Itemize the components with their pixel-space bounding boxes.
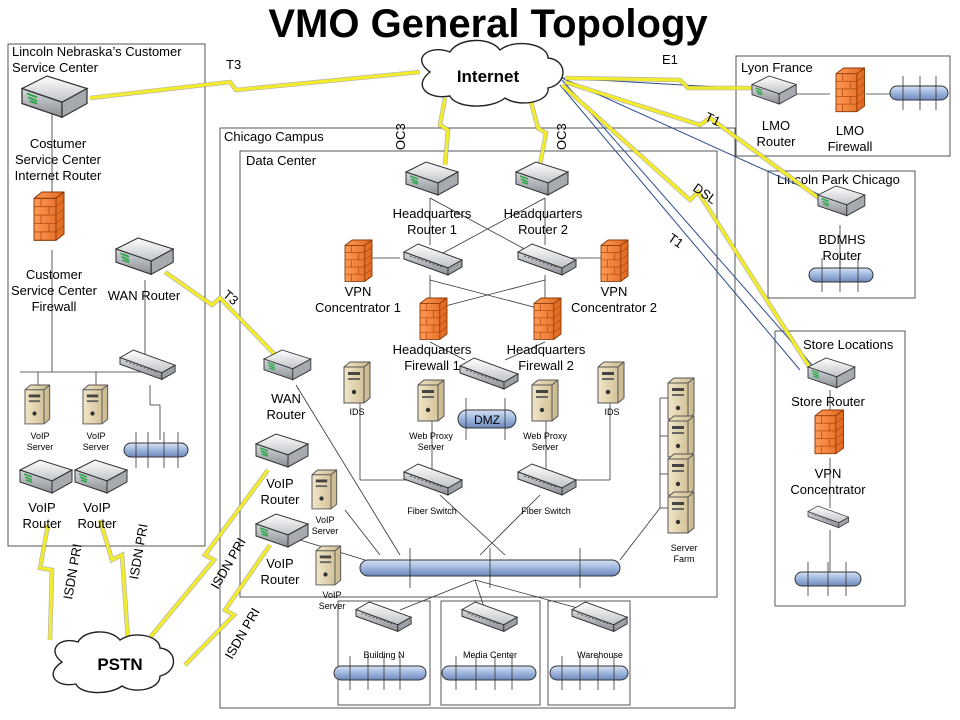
voip-server-chicago-2-icon bbox=[315, 545, 342, 586]
internet-cloud: Internet bbox=[421, 39, 564, 107]
warehouse-label: Warehouse bbox=[577, 650, 623, 660]
ids-2-server-icon bbox=[597, 361, 625, 404]
building-n-bus bbox=[333, 665, 427, 681]
vpn-concentrator-1-icon bbox=[344, 239, 373, 282]
wan-router-l-label: WAN Router bbox=[108, 288, 181, 303]
region-datacenter-label: Data Center bbox=[246, 153, 317, 168]
lmo-firewall-icon bbox=[835, 67, 865, 113]
wan-links bbox=[37, 69, 837, 667]
server-farm-3-icon bbox=[667, 453, 695, 496]
lincoln-lan-bus bbox=[123, 442, 189, 458]
diagram-title: VMO General Topology bbox=[268, 2, 708, 46]
warehouse-bus bbox=[549, 665, 629, 681]
store-vpn-concentrator-icon bbox=[814, 409, 844, 455]
link-label-t3-top: T3 bbox=[226, 57, 241, 72]
hq-firewall-2-icon bbox=[533, 297, 562, 340]
server-farm-1-icon bbox=[667, 377, 695, 420]
link-label-t1-a: T1 bbox=[703, 109, 723, 129]
link-label-e1: E1 bbox=[662, 52, 678, 67]
internet-label: Internet bbox=[457, 67, 520, 86]
link-label-t3-mid: T3 bbox=[220, 287, 241, 308]
ids-1-server-icon bbox=[343, 361, 371, 404]
ids2-label: IDS bbox=[604, 407, 619, 417]
pstn-cloud: PSTN bbox=[52, 631, 175, 694]
link-label-oc3-a: OC3 bbox=[393, 123, 408, 150]
pstn-label: PSTN bbox=[97, 655, 142, 674]
link-label-t1-b: T1 bbox=[665, 230, 686, 251]
ids1-label: IDS bbox=[349, 407, 364, 417]
hq-firewall-1-icon bbox=[419, 297, 448, 340]
server-farm-4-icon bbox=[667, 491, 695, 534]
web-proxy-1-server-icon bbox=[417, 379, 445, 422]
server-farm-2-icon bbox=[667, 415, 695, 458]
lan-buses bbox=[123, 76, 949, 690]
region-stores-label: Store Locations bbox=[803, 337, 894, 352]
dmz-bus bbox=[457, 409, 517, 429]
voip-server-lincoln-1-icon bbox=[24, 384, 51, 425]
fiber2-label: Fiber Switch bbox=[521, 506, 571, 516]
fiber1-label: Fiber Switch bbox=[407, 506, 457, 516]
link-label-isdn-1: ISDN PRI bbox=[60, 542, 85, 600]
link-label-oc3-b: OC3 bbox=[554, 123, 569, 150]
vpn-concentrator-2-icon bbox=[600, 239, 629, 282]
region-lyon-label: Lyon France bbox=[741, 60, 813, 75]
dmz-label: DMZ bbox=[474, 413, 500, 427]
region-chicago-label: Chicago Campus bbox=[224, 129, 324, 144]
building-n-label: Building N bbox=[363, 650, 404, 660]
media-center-label: Media Center bbox=[463, 650, 517, 660]
lyon-lan-bus bbox=[889, 85, 949, 101]
voip-server-chicago-1-icon bbox=[311, 469, 338, 510]
cs-firewall-icon bbox=[33, 191, 65, 241]
region-lincolnpark-label: Lincoln Park Chicago bbox=[777, 172, 900, 187]
web-proxy-2-server-icon bbox=[531, 379, 559, 422]
store-router-label: Store Router bbox=[791, 394, 865, 409]
lincolnpark-lan-bus bbox=[808, 267, 874, 283]
cabling bbox=[20, 93, 890, 611]
media-center-bus bbox=[441, 665, 537, 681]
voip-server-lincoln-2-icon bbox=[82, 384, 109, 425]
